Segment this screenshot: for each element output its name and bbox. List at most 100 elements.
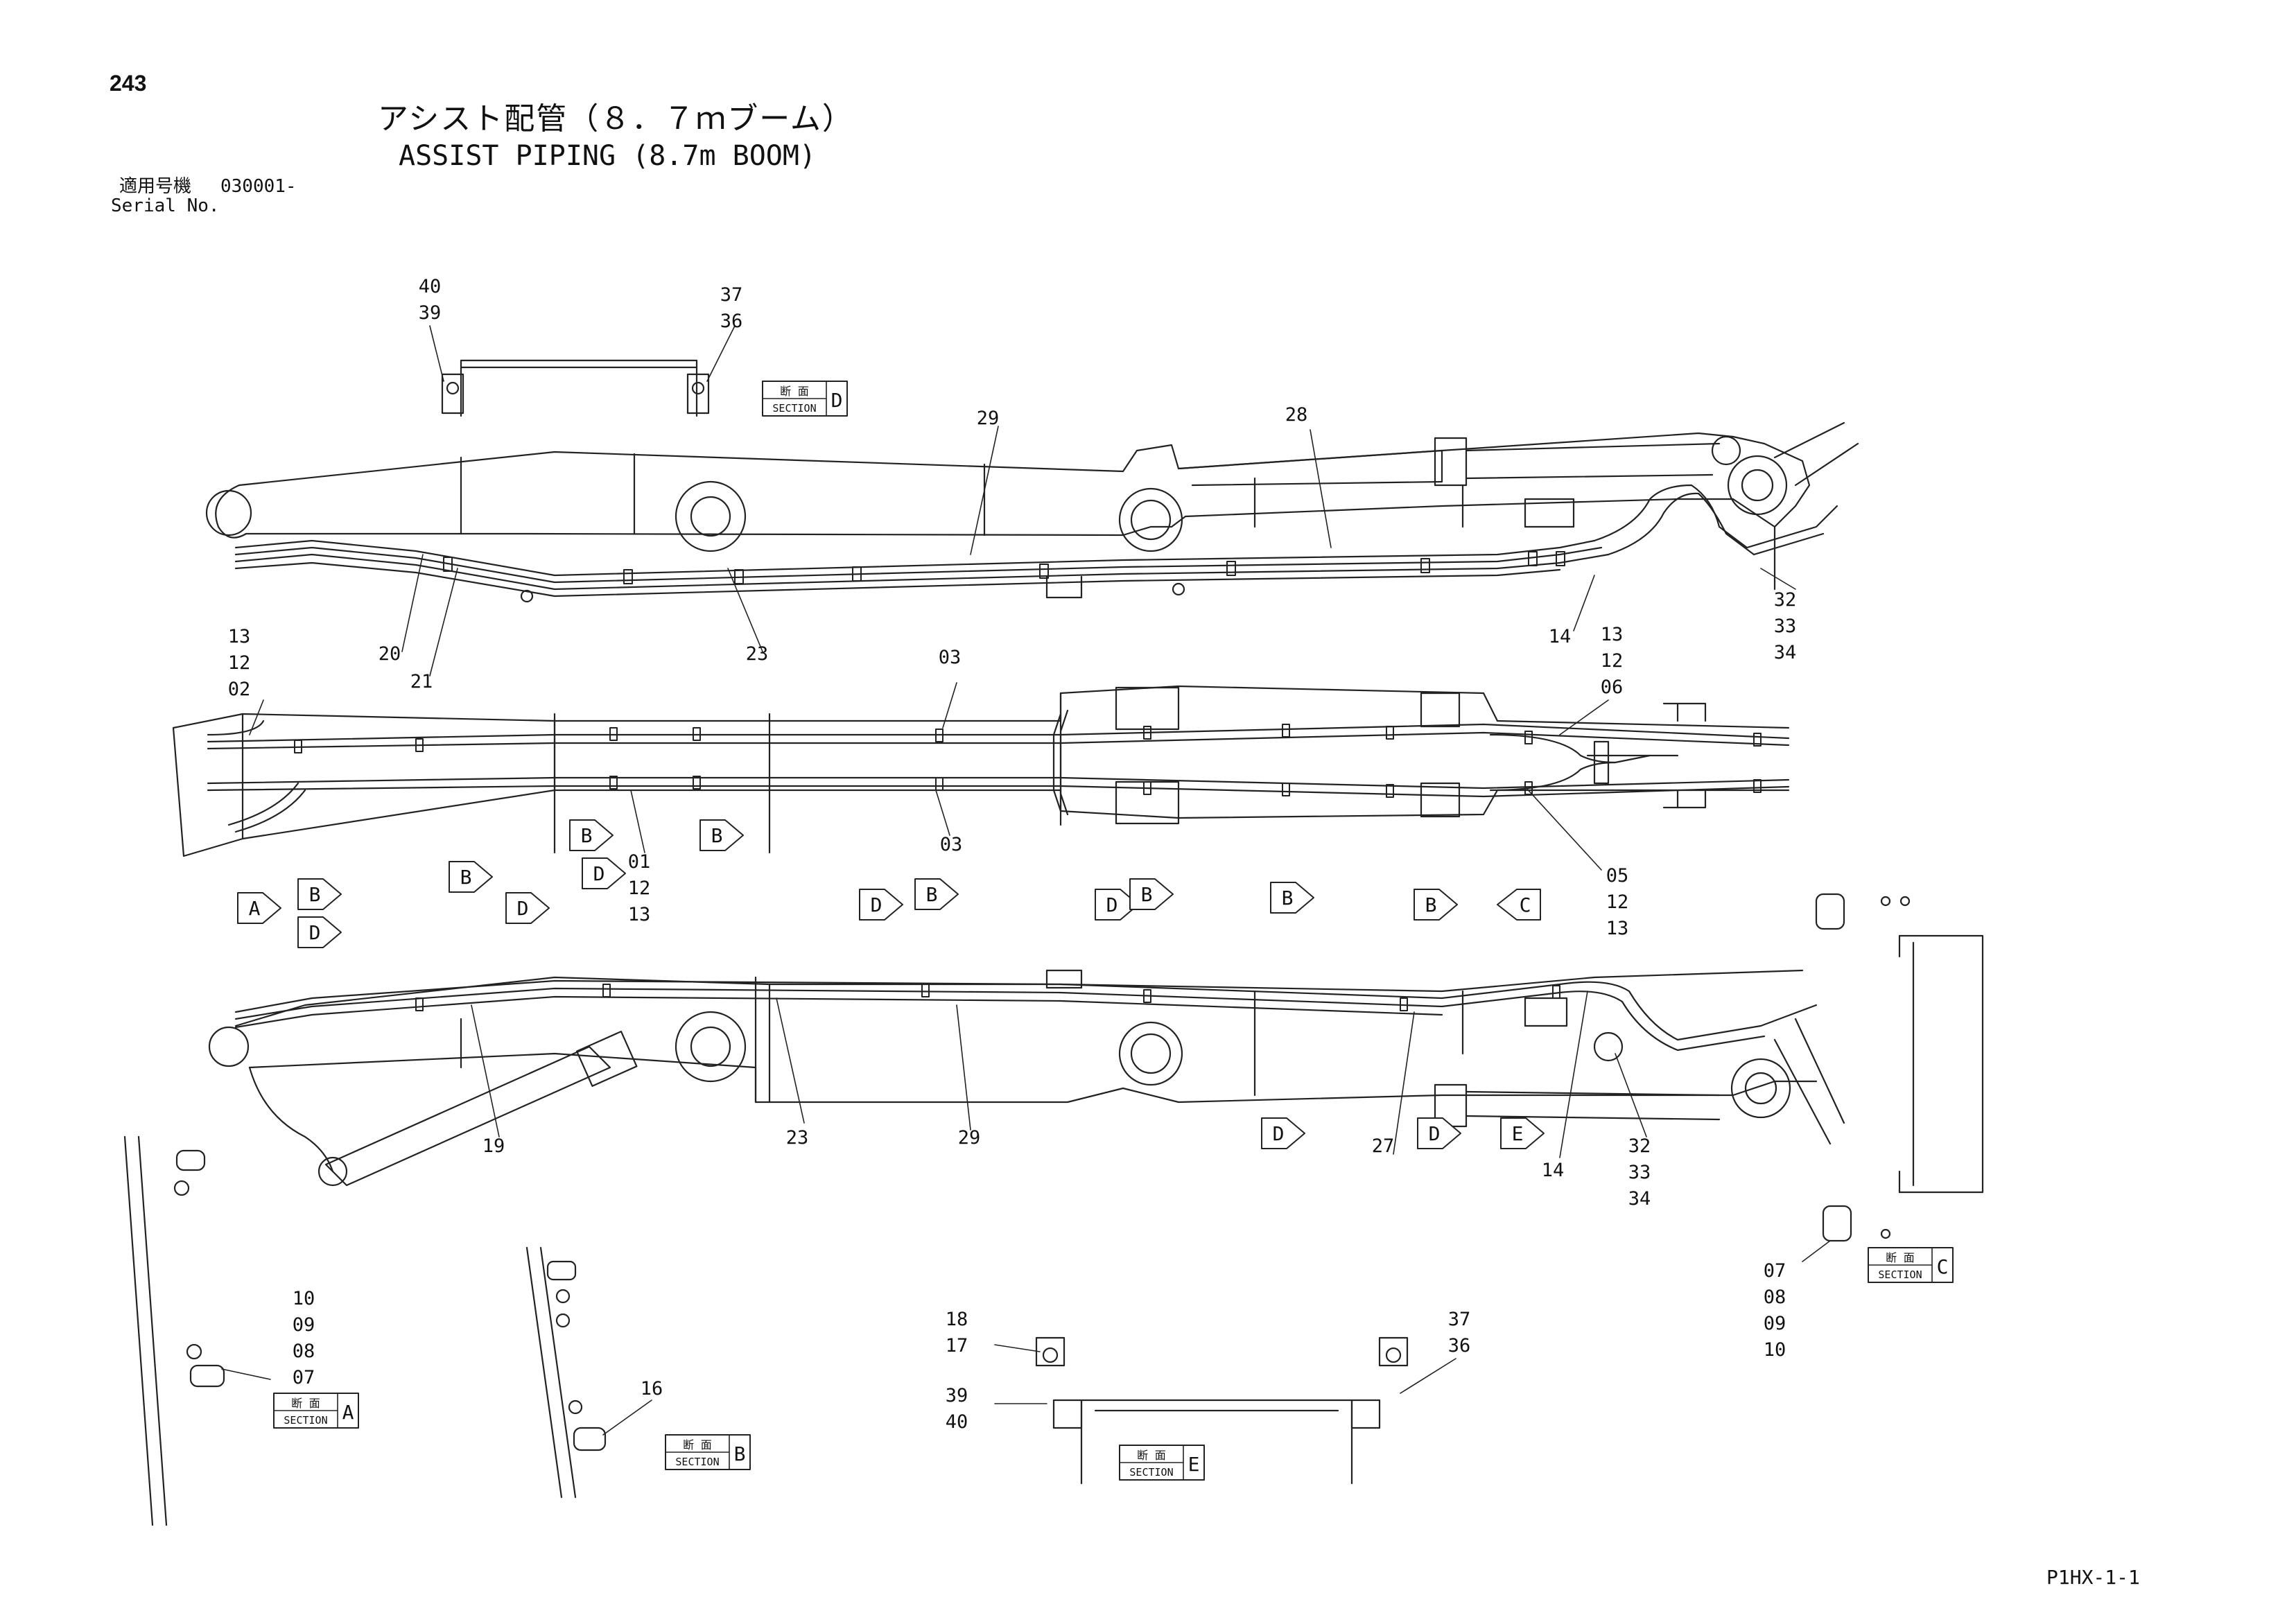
view-arrow-d: D — [1417, 1117, 1461, 1149]
view-arrow-letter: B — [460, 866, 472, 889]
callout-number: 08 — [1763, 1287, 1786, 1308]
view-arrow-letter: A — [249, 897, 261, 920]
callout-number: 32 — [1773, 589, 1797, 611]
callout-number: 13 — [627, 904, 651, 925]
view-arrow-letter: B — [926, 883, 938, 906]
section-box-en-label: SECTION — [772, 402, 816, 415]
boom-side-view-upper — [205, 421, 1859, 603]
title-english: ASSIST PIPING (8.7m BOOM) — [399, 140, 817, 172]
view-arrow-d: D — [297, 916, 342, 948]
section-c-view — [1815, 893, 1984, 1242]
callout-number: 10 — [1763, 1339, 1786, 1361]
callout-number: 40 — [945, 1411, 968, 1433]
callout-number: 14 — [1541, 1160, 1565, 1181]
view-arrow-b: B — [1414, 889, 1458, 921]
view-arrow-shape — [569, 819, 614, 851]
view-arrow-a: A — [237, 892, 281, 924]
callout-number: 27 — [1371, 1135, 1395, 1157]
section-a-view — [123, 1135, 225, 1526]
view-arrow-shape — [914, 878, 959, 910]
callout-number: 16 — [640, 1378, 663, 1399]
callout-number: 36 — [720, 311, 743, 332]
callout-number: 37 — [720, 284, 743, 306]
callout-number: 14 — [1548, 626, 1572, 647]
view-arrow-shape — [1417, 1117, 1461, 1149]
section-box-letter: C — [1937, 1255, 1949, 1278]
callout-number: 03 — [939, 834, 963, 855]
view-arrow-letter: D — [1273, 1122, 1285, 1145]
section-box-letter: D — [831, 389, 843, 412]
view-arrow-shape — [237, 892, 281, 924]
view-arrow-letter: B — [1141, 883, 1153, 906]
view-arrow-b: B — [1270, 882, 1314, 914]
view-arrow-shape — [1414, 889, 1458, 921]
callout-number: 21 — [410, 671, 433, 692]
callout-number: 34 — [1773, 642, 1797, 663]
callout-number: 13 — [1606, 918, 1629, 939]
callout-number: 20 — [378, 643, 401, 665]
section-box-en-label: SECTION — [1878, 1268, 1922, 1281]
view-arrow-shape — [449, 861, 493, 893]
callout-number: 07 — [1763, 1260, 1786, 1282]
section-box-jp-label: 断 面 — [1886, 1251, 1915, 1264]
view-arrow-letter: D — [1429, 1122, 1441, 1145]
view-arrow-shape — [1270, 882, 1314, 914]
section-box-jp-label: 断 面 — [1137, 1449, 1166, 1462]
view-arrow-shape — [505, 892, 550, 924]
section-box-en-label: SECTION — [1129, 1466, 1173, 1479]
section-box-en-label: SECTION — [675, 1456, 719, 1468]
view-arrow-letter: B — [1282, 887, 1294, 909]
callout-number: 12 — [1606, 891, 1629, 913]
view-arrow-d: D — [1261, 1117, 1305, 1149]
callout-number: 39 — [418, 302, 442, 324]
view-arrow-shape — [1497, 889, 1541, 921]
section-box-letter: E — [1188, 1453, 1200, 1476]
view-arrow-b: B — [699, 819, 744, 851]
view-arrow-letter: D — [1106, 893, 1118, 916]
section-box-letter: B — [734, 1442, 746, 1465]
view-arrow-shape — [1129, 878, 1174, 910]
view-arrow-shape — [582, 857, 626, 889]
view-arrow-b: B — [914, 878, 959, 910]
callout-number: 09 — [1763, 1313, 1786, 1334]
callout-number: 05 — [1606, 865, 1629, 887]
view-arrow-c: C — [1497, 889, 1541, 921]
serial-value: 030001- — [220, 176, 297, 197]
view-arrow-shape — [1500, 1117, 1545, 1149]
callout-number: 36 — [1447, 1335, 1471, 1357]
callout-number: 19 — [482, 1135, 505, 1157]
page-number: 243 — [110, 71, 147, 96]
callout-number: 13 — [1600, 624, 1624, 645]
callout-number: 06 — [1600, 677, 1624, 698]
view-arrow-letter: D — [871, 893, 882, 916]
callout-number: 40 — [418, 276, 442, 297]
section-box-jp-label: 断 面 — [291, 1397, 320, 1410]
callout-number: 03 — [938, 647, 962, 668]
view-arrow-b: B — [1129, 878, 1174, 910]
callout-number: 37 — [1447, 1309, 1471, 1330]
view-arrow-b: B — [297, 878, 342, 910]
view-arrow-letter: B — [1425, 893, 1437, 916]
callout-number: 28 — [1285, 404, 1308, 426]
callout-number: 02 — [227, 679, 251, 700]
boom-side-view-lower — [208, 969, 1845, 1187]
callout-number: 12 — [227, 652, 251, 674]
section-b-view — [525, 1246, 607, 1499]
section-box-letter: A — [342, 1401, 354, 1424]
view-arrow-d: D — [859, 889, 903, 921]
callout-number: 23 — [785, 1127, 809, 1149]
section-box-e: 断 面 SECTION E — [1119, 1445, 1205, 1481]
boom-plan-view — [172, 685, 1790, 857]
view-arrow-e: E — [1500, 1117, 1545, 1149]
callout-number: 17 — [945, 1335, 968, 1357]
view-arrow-d: D — [1095, 889, 1139, 921]
callout-number: 01 — [627, 851, 651, 873]
view-arrow-shape — [297, 916, 342, 948]
view-arrow-letter: C — [1520, 893, 1531, 916]
callout-number: 34 — [1628, 1188, 1651, 1210]
callout-number: 07 — [292, 1367, 315, 1388]
